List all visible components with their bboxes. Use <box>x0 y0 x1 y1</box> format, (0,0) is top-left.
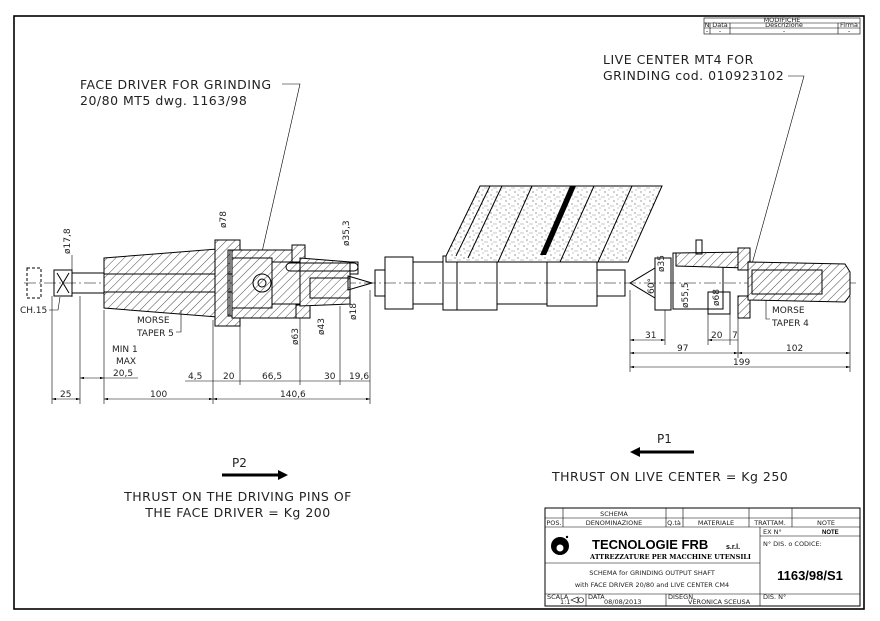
dim-max-value: 20,5 <box>113 369 133 379</box>
thrust-driver-label-1: THRUST ON THE DRIVING PINS OF <box>123 489 352 504</box>
rev-cell: - <box>783 27 786 35</box>
dim-d43: ø43 <box>317 318 327 335</box>
description-line-2: with FACE DRIVER 20/80 and LIVE CENTER C… <box>575 581 729 589</box>
company-subtitle: ATTREZZATURE PER MACCHINE UTENSILI <box>589 553 751 561</box>
dim-102: 102 <box>786 344 803 354</box>
rev-header-n: N <box>705 21 710 29</box>
drawn-label: DISEGN. <box>668 593 695 601</box>
rev-cell: - <box>719 27 722 35</box>
dim-d78: ø78 <box>219 211 229 228</box>
header-note: NOTE <box>817 519 835 527</box>
revision-table: MODIFICHE N Data Descrizione Firma - - -… <box>703 16 861 35</box>
dim-d35-3: ø35,3 <box>342 220 352 246</box>
dim-25: 25 <box>60 390 71 400</box>
header-materiale: MATERIALE <box>698 519 734 527</box>
title-block: SCHEMA POS. DENOMINAZIONE Q.tà MATERIALE… <box>544 507 861 607</box>
date-value: 08/08/2013 <box>604 598 641 606</box>
date-label: DATA <box>588 593 605 601</box>
rev-cell: - <box>706 27 709 35</box>
morse-taper-5-label-1: MORSE <box>137 316 170 326</box>
company-logo <box>551 535 569 555</box>
company-name: TECNOLOGIE FRB <box>592 537 708 552</box>
rev-cell: - <box>848 27 851 35</box>
right-dimensions: ø35 60° ø55,5 ø68 MORSE TAPER 4 31 20 7 … <box>629 255 851 372</box>
rev-header-descrizione: Descrizione <box>765 21 803 29</box>
description-line-1: SCHEMA for GRINDING OUTPUT SHAFT <box>589 569 715 577</box>
left-diameter-dimensions: ø17,8 ø78 ø35,3 ø63 ø43 ø18 CH.15 MORSE … <box>20 211 359 345</box>
header-qta: Q.tà <box>667 519 681 527</box>
dim-d55-5: ø55,5 <box>681 282 691 308</box>
p1-label: P1 <box>657 432 672 446</box>
live-center-label-2: GRINDING cod. 010923102 <box>603 68 784 83</box>
dim-66-5: 66,5 <box>262 372 282 382</box>
morse-taper-4-label-1: MORSE <box>772 306 805 316</box>
company-suffix: s.r.l. <box>726 544 740 551</box>
dim-d18: ø18 <box>349 303 359 320</box>
live-center-label-1: LIVE CENTER MT4 FOR <box>603 52 754 67</box>
thrust-driver-label-2: THE FACE DRIVER = Kg 200 <box>144 505 330 520</box>
ch15-label: CH.15 <box>20 306 47 316</box>
dim-199: 199 <box>733 358 750 368</box>
face-driver-label-1: FACE DRIVER FOR GRINDING <box>80 77 272 92</box>
header-pos: POS. <box>546 519 561 527</box>
header-trattam: TRATTAM. <box>753 519 786 527</box>
p2-label: P2 <box>232 456 247 470</box>
dim-140-6: 140,6 <box>280 390 306 400</box>
header-denominazione: DENOMINAZIONE <box>586 519 642 527</box>
projection-symbol-icon <box>570 596 584 604</box>
dim-19-6: 19,6 <box>349 372 369 382</box>
dim-4-5: 4,5 <box>188 372 202 382</box>
morse-taper-4-label-2: TAPER 4 <box>771 319 809 329</box>
code-label: N° DIS. o CODICE: <box>763 540 822 548</box>
scale-value: 1:1 <box>560 598 570 606</box>
drawing-frame <box>13 15 865 610</box>
note-label: NOTE <box>822 530 839 536</box>
dim-d68: ø68 <box>712 289 722 306</box>
dim-30: 30 <box>324 372 336 382</box>
dim-d63: ø63 <box>291 328 301 345</box>
arrow-left-icon <box>630 447 694 457</box>
dim-max: MAX <box>116 357 136 367</box>
face-driver-leader <box>261 83 301 253</box>
dim-d17-8: ø17,8 <box>63 228 73 254</box>
dim-97: 97 <box>677 344 688 354</box>
arrow-right-icon <box>222 470 288 480</box>
ex-label: EX N° <box>763 528 782 536</box>
grinding-wheel <box>445 185 663 263</box>
dim-7: 7 <box>732 331 738 341</box>
revision-title: MODIFICHE <box>764 16 801 24</box>
schema-label: SCHEMA <box>600 510 628 518</box>
dim-d35: ø35 <box>657 255 667 272</box>
drawing-code: 1163/98/S1 <box>777 568 843 583</box>
live-center-leader <box>751 75 805 265</box>
rev-header-data: Data <box>712 21 728 29</box>
dim-20-right: 20 <box>711 331 723 341</box>
face-driver-label-2: 20/80 MT5 dwg. 1163/98 <box>80 93 247 108</box>
rev-header-firma: Firma <box>840 21 858 29</box>
dim-31: 31 <box>645 331 656 341</box>
face-driver <box>26 239 374 327</box>
dim-20: 20 <box>223 372 235 382</box>
thrust-center-label: THRUST ON LIVE CENTER = Kg 250 <box>551 469 788 484</box>
dim-min: MIN 1 <box>112 345 138 355</box>
sheet-label: DIS. N° <box>763 593 786 601</box>
dim-angle-60: 60° <box>647 278 657 294</box>
morse-taper-5-label-2: TAPER 5 <box>136 329 174 339</box>
drawn-by: VERONICA SCEUSA <box>688 598 751 606</box>
dim-100: 100 <box>150 390 167 400</box>
left-linear-dimensions: MIN 1 MAX 20,5 4,5 20 66,5 30 19,6 25 10… <box>51 290 371 404</box>
scale-label: SCALA <box>547 593 569 601</box>
live-center <box>629 239 851 319</box>
